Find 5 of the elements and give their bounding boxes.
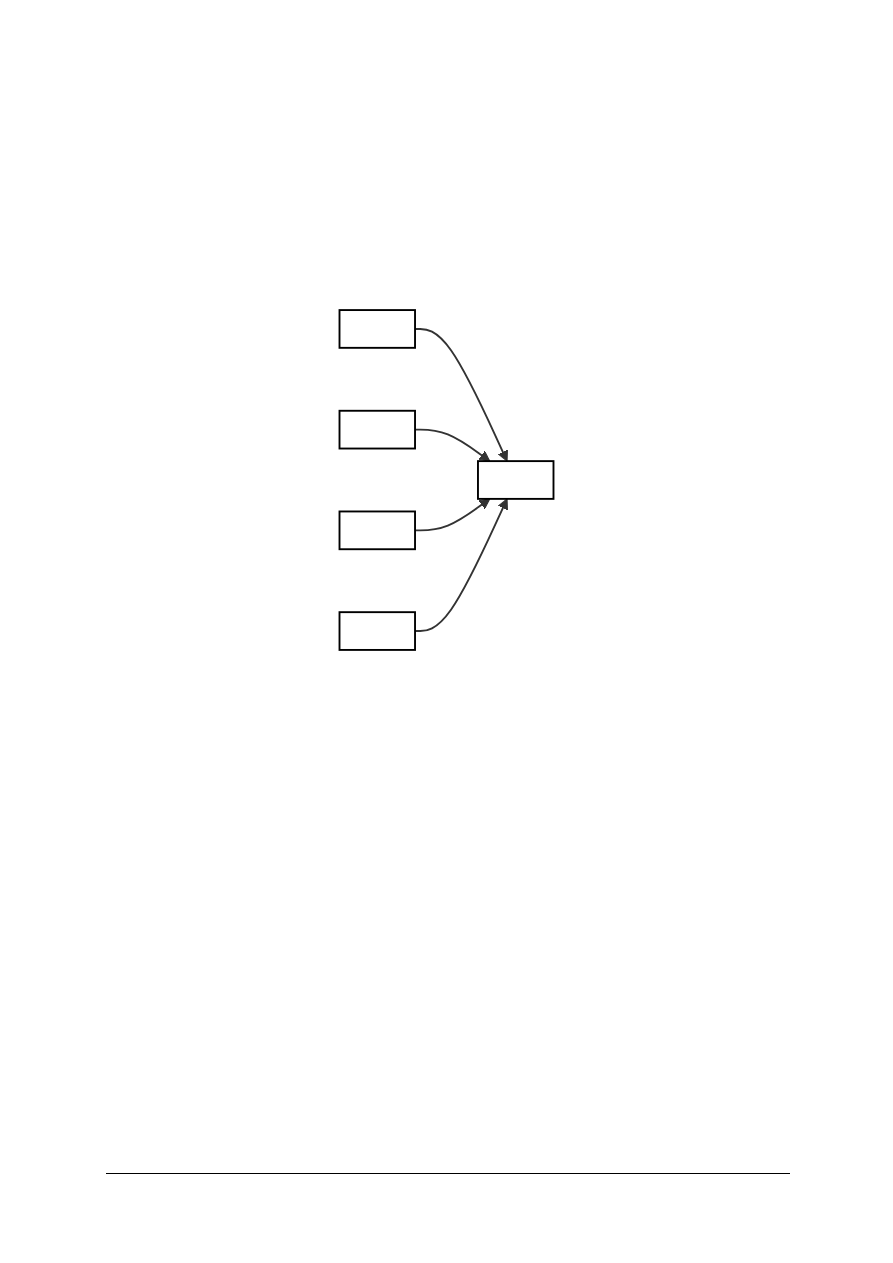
node-box [338, 309, 416, 349]
node-box [338, 409, 416, 450]
node-box [338, 611, 416, 651]
node-box [477, 460, 555, 500]
node-box [338, 510, 416, 551]
